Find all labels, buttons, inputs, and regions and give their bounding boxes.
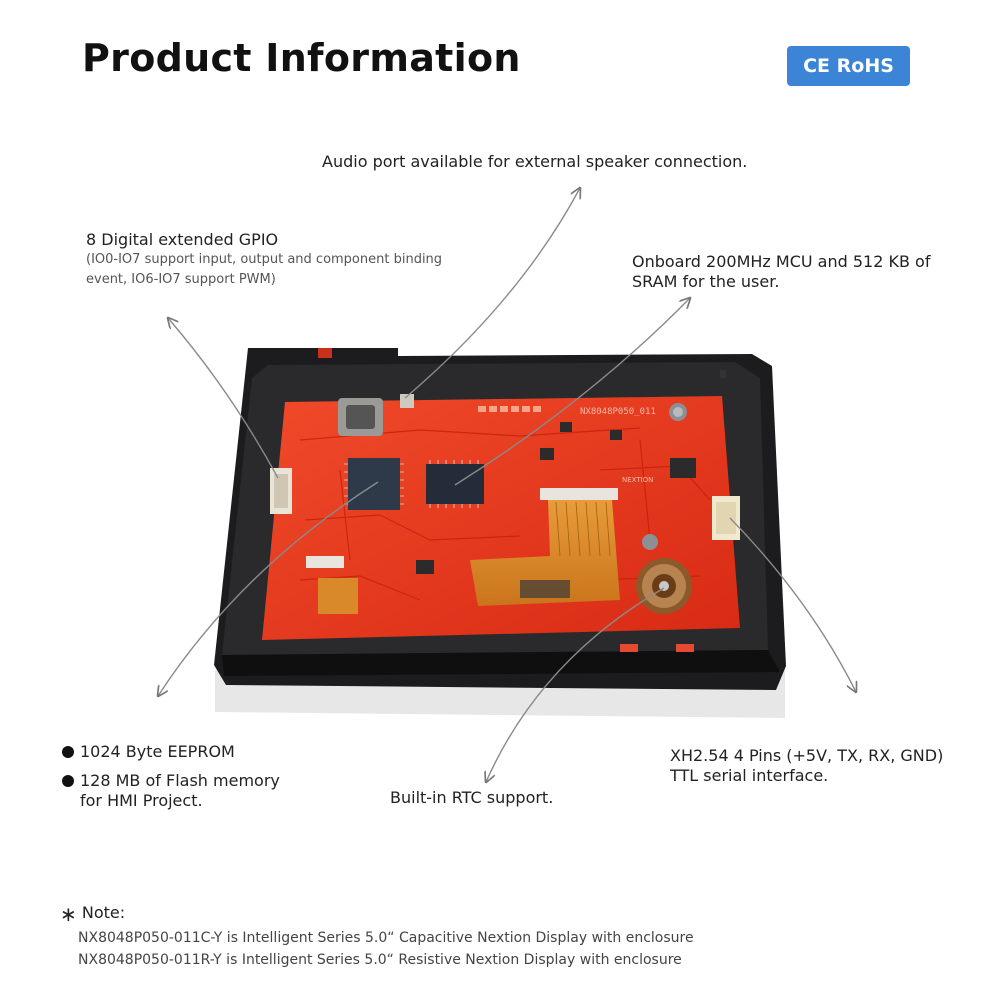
callout-audio: Audio port available for external speake… bbox=[322, 152, 748, 171]
arrow-mcu bbox=[454, 298, 690, 486]
note-line: NX8048P050-011R-Y is Intelligent Series … bbox=[78, 952, 682, 968]
flash-line1: 128 MB of Flash memory bbox=[80, 771, 280, 790]
note-line: NX8048P050-011C-Y is Intelligent Series … bbox=[78, 930, 694, 946]
asterisk-icon: ∗ bbox=[60, 902, 77, 926]
bullet-icon bbox=[62, 746, 74, 758]
board-brand: NEXTION bbox=[622, 476, 653, 484]
flash-line2: for HMI Project. bbox=[80, 791, 203, 810]
page-title: Product Information bbox=[82, 36, 521, 80]
callout-arrows bbox=[158, 188, 856, 782]
arrow-audio bbox=[404, 188, 580, 399]
callout-gpio: 8 Digital extended GPIO (IO0-IO7 support… bbox=[86, 230, 442, 290]
note-section: ∗ Note: NX8048P050-011C-Y is Intelligent… bbox=[60, 902, 694, 971]
serial-line1: XH2.54 4 Pins (+5V, TX, RX, GND) bbox=[670, 746, 944, 765]
arrow-serial bbox=[729, 517, 856, 692]
pin-row bbox=[478, 406, 541, 412]
mcu-chip bbox=[426, 464, 484, 504]
gpio-detail-line1: (IO0-IO7 support input, output and compo… bbox=[86, 252, 443, 267]
note-heading: ∗ Note: bbox=[60, 902, 694, 926]
fpc-connector bbox=[540, 488, 618, 500]
mcu-line2: SRAM for the user. bbox=[632, 272, 780, 291]
ce-rohs-badge: CE RoHS bbox=[787, 46, 910, 86]
eeprom-label: 1024 Byte EEPROM bbox=[80, 742, 235, 761]
arrow-gpio bbox=[168, 318, 279, 479]
callout-mcu: Onboard 200MHz MCU and 512 KB of SRAM fo… bbox=[632, 252, 930, 292]
board-silkscreen: NX8048P050_011 bbox=[580, 407, 656, 417]
flash-item: 128 MB of Flash memory for HMI Project. bbox=[62, 771, 280, 811]
bullet-icon bbox=[62, 775, 74, 787]
arrow-eeprom bbox=[158, 481, 379, 696]
callout-rtc: Built-in RTC support. bbox=[390, 788, 554, 807]
mcu-line1: Onboard 200MHz MCU and 512 KB of bbox=[632, 252, 931, 271]
serial-line2: TTL serial interface. bbox=[670, 766, 829, 785]
callout-memory: 1024 Byte EEPROM 128 MB of Flash memory … bbox=[62, 742, 280, 811]
arrow-rtc bbox=[486, 587, 665, 782]
gpio-detail-line2: event, IO6-IO7 support PWM) bbox=[86, 272, 276, 287]
eeprom-item: 1024 Byte EEPROM bbox=[62, 742, 280, 762]
flex-cable bbox=[470, 500, 620, 606]
gpio-title: 8 Digital extended GPIO bbox=[86, 230, 279, 249]
note-label: Note: bbox=[81, 903, 126, 922]
callout-serial: XH2.54 4 Pins (+5V, TX, RX, GND) TTL ser… bbox=[670, 746, 943, 786]
enclosure-lip bbox=[222, 650, 780, 676]
